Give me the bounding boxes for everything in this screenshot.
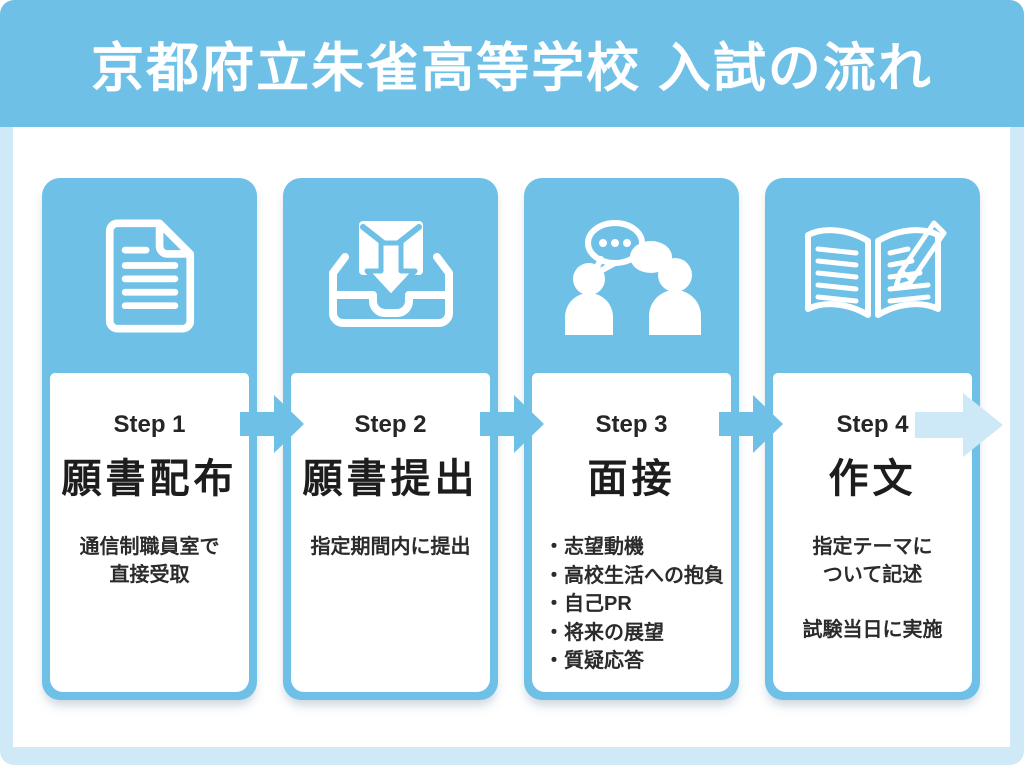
list-item: ・質疑応答: [544, 650, 644, 672]
step-panel: Step 1 願書配布 通信制職員室で 直接受取: [50, 373, 249, 692]
header-banner: 京都府立朱雀高等学校 入試の流れ: [0, 0, 1024, 127]
step-description: 指定テーマに ついて記述: [773, 533, 972, 589]
description-line: 試験当日に実施: [802, 619, 943, 641]
list-item: ・志望動機: [544, 536, 644, 558]
step-title: 願書提出: [302, 457, 479, 501]
step-panel: Step 3 面接 ・志望動機 ・高校生活への抱負 ・自己PR ・将来の展望 ・…: [532, 373, 731, 692]
description-line: ついて記述: [822, 564, 923, 586]
step-description-secondary: 試験当日に実施: [773, 616, 972, 644]
arrow-right-icon: [719, 392, 785, 456]
list-item: ・高校生活への抱負: [544, 564, 724, 587]
interview-speech-icon: [532, 178, 731, 373]
page-title: 京都府立朱雀高等学校 入試の流れ: [91, 38, 933, 98]
arrow-right-icon: [480, 392, 546, 456]
arrow-right-final-icon: [915, 390, 1005, 460]
step-label: Step 2: [354, 411, 427, 438]
description-line: 通信制職員室で: [79, 536, 220, 558]
description-line: 指定テーマに: [812, 536, 933, 558]
steps-row: Step 1 願書配布 通信制職員室で 直接受取: [42, 178, 980, 700]
step-card-3: Step 3 面接 ・志望動機 ・高校生活への抱負 ・自己PR ・将来の展望 ・…: [524, 178, 739, 700]
list-item: ・自己PR: [544, 593, 632, 615]
content-area: Step 1 願書配布 通信制職員室で 直接受取: [13, 127, 1010, 747]
description-line: 直接受取: [109, 564, 190, 586]
description-line: 指定期間内に提出: [310, 536, 471, 558]
step-card-2: Step 2 願書提出 指定期間内に提出: [283, 178, 498, 700]
step-label: Step 1: [113, 411, 186, 438]
list-item: ・将来の展望: [544, 621, 664, 644]
inbox-submit-icon: [291, 178, 490, 373]
step-title: 願書配布: [61, 457, 238, 501]
step-title: 作文: [828, 457, 917, 501]
step-description: 指定期間内に提出: [291, 533, 490, 561]
book-pen-icon: [773, 178, 972, 373]
interview-topic-list: ・志望動機 ・高校生活への抱負 ・自己PR ・将来の展望 ・質疑応答: [532, 533, 731, 676]
step-title: 面接: [587, 457, 676, 501]
document-icon: [50, 178, 249, 373]
arrow-right-icon: [240, 392, 306, 456]
step-label: Step 4: [836, 411, 909, 438]
step-card-1: Step 1 願書配布 通信制職員室で 直接受取: [42, 178, 257, 700]
step-description: 通信制職員室で 直接受取: [50, 533, 249, 589]
step-panel: Step 2 願書提出 指定期間内に提出: [291, 373, 490, 692]
step-label: Step 3: [595, 411, 668, 438]
